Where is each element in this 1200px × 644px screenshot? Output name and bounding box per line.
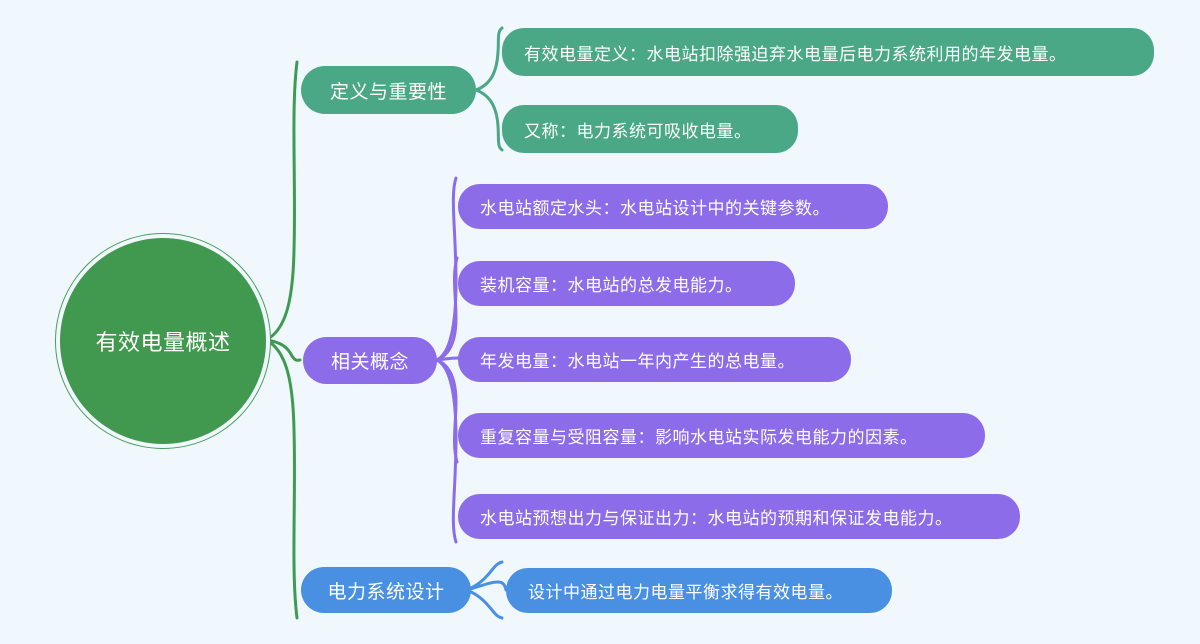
branch-node-related-concepts[interactable]: 相关概念	[303, 337, 437, 384]
leaf-label-related-1: 水电站额定水头：水电站设计中的关键参数。	[480, 199, 830, 218]
connector-related-to-leaf-1	[435, 176, 458, 362]
branch-label-system-design: 电力系统设计	[327, 581, 445, 603]
connector-related-to-leaf-2	[435, 256, 459, 362]
branch-label-related-concepts: 相关概念	[330, 352, 409, 373]
connector-design-to-leaf-top	[465, 560, 504, 592]
connector-definition-to-leaf-1	[474, 26, 504, 92]
leaf-label-definition-2: 又称：电力系统可吸收电量。	[524, 121, 752, 141]
related-connector-group	[435, 176, 461, 544]
leaf-label-system-design-1: 设计中通过电力电量平衡求得有效电量。	[528, 583, 843, 602]
branch-label-definition: 定义与重要性	[329, 81, 447, 103]
connector-definition-to-leaf-2	[474, 88, 504, 152]
leaf-node-system-design-1[interactable]: 设计中通过电力电量平衡求得有效电量。	[506, 568, 892, 613]
root-connector-group	[264, 60, 302, 620]
connector-related-to-leaf-3	[435, 356, 461, 362]
connector-design-to-leaf-bottom	[465, 588, 504, 620]
branch-node-definition[interactable]: 定义与重要性	[301, 66, 476, 114]
connector-related-to-leaf-5	[435, 358, 458, 544]
connector-root-to-design	[264, 338, 299, 620]
leaf-label-related-4: 重复容量与受阻容量：影响水电站实际发电能力的因素。	[480, 428, 918, 447]
leaf-node-definition-1[interactable]: 有效电量定义：水电站扣除强迫弃水电量后电力系统利用的年发电量。	[502, 28, 1154, 76]
leaf-node-related-3[interactable]: 年发电量：水电站一年内产生的总电量。	[458, 337, 851, 382]
leaf-node-related-1[interactable]: 水电站额定水头：水电站设计中的关键参数。	[458, 184, 888, 229]
leaf-label-definition-1: 有效电量定义：水电站扣除强迫弃水电量后电力系统利用的年发电量。	[524, 44, 1067, 64]
leaf-label-related-3: 年发电量：水电站一年内产生的总电量。	[480, 352, 795, 371]
leaf-node-related-5[interactable]: 水电站预想出力与保证出力：水电站的预期和保证发电能力。	[458, 494, 1020, 539]
connector-root-to-definition	[264, 60, 299, 342]
definition-connector-group	[474, 26, 504, 152]
leaf-node-definition-2[interactable]: 又称：电力系统可吸收电量。	[502, 105, 798, 153]
connector-design-to-leaf	[465, 580, 508, 592]
leaf-label-related-2: 装机容量：水电站的总发电能力。	[480, 276, 743, 295]
design-connector-group	[465, 560, 508, 620]
leaf-label-related-5: 水电站预想出力与保证出力：水电站的预期和保证发电能力。	[480, 509, 953, 528]
connector-root-to-related	[264, 338, 302, 362]
root-node-label: 有效电量概述	[95, 330, 231, 355]
leaf-node-related-2[interactable]: 装机容量：水电站的总发电能力。	[458, 261, 795, 306]
root-node[interactable]: 有效电量概述	[60, 238, 266, 444]
branch-node-system-design[interactable]: 电力系统设计	[301, 567, 471, 613]
leaf-node-related-4[interactable]: 重复容量与受阻容量：影响水电站实际发电能力的因素。	[458, 413, 985, 458]
connector-related-to-leaf-4	[435, 358, 459, 464]
